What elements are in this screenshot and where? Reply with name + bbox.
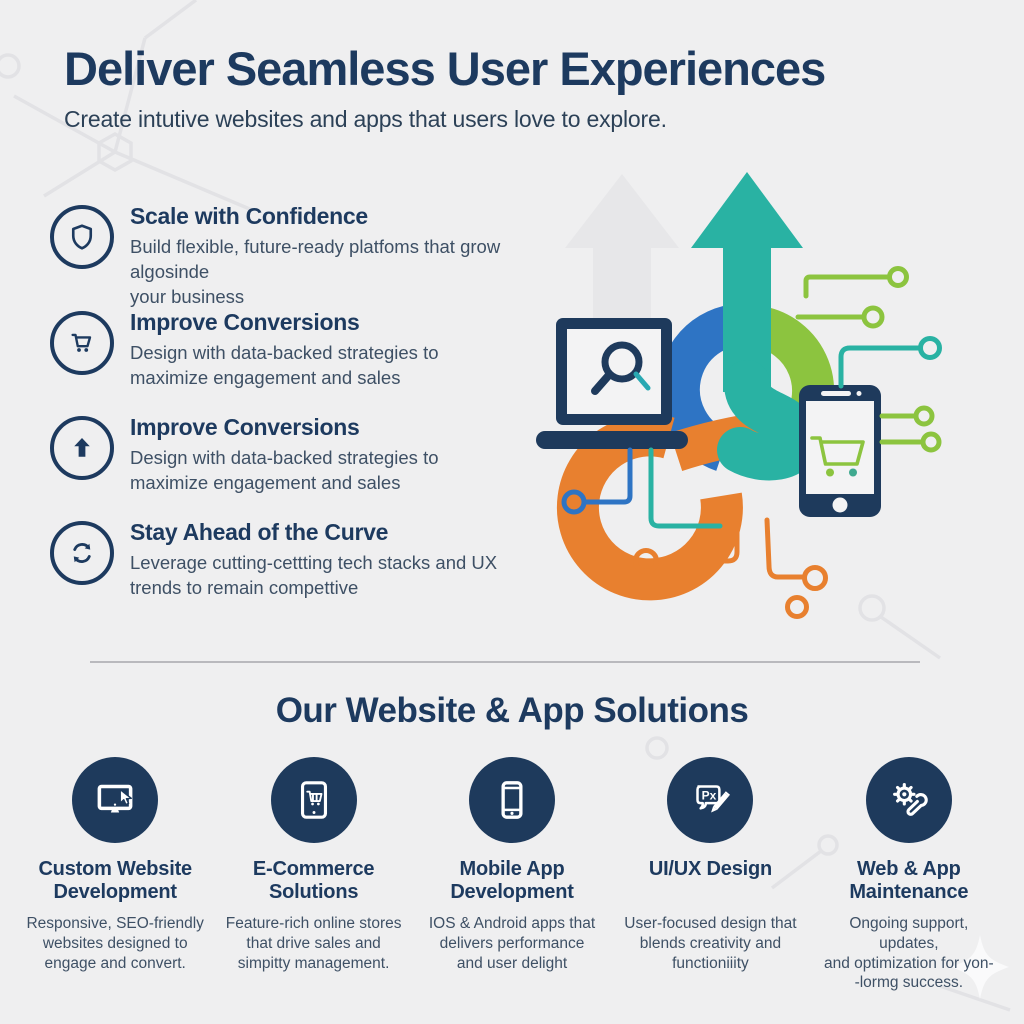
px-label: Px [702, 789, 717, 803]
feature-title: Improve Conversions [130, 414, 360, 440]
feature-description: Build flexible, future-ready platfoms th… [130, 236, 501, 307]
feature-description: Design with data-backed strategies to ma… [130, 342, 439, 388]
growth-tech-illustration [536, 172, 942, 619]
feature-item-conversions: Improve Conversions Design with data-bac… [50, 309, 570, 391]
feature-description: Leverage cutting-cettting tech stacks an… [130, 552, 498, 598]
px-pencil-icon: Px [667, 757, 754, 843]
card-title: Custom Website Development [38, 858, 192, 903]
refresh-icon [50, 521, 114, 585]
desktop-cursor-icon [72, 757, 159, 843]
card-description: Responsive, SEO-friendly websites design… [26, 915, 204, 972]
card-custom-website: Custom Website Development Responsive, S… [16, 757, 214, 993]
shield-icon [50, 205, 114, 269]
card-title: E-Commerce Solutions [252, 858, 375, 903]
card-ecommerce: E-Commerce Solutions Feature-rich online… [214, 757, 412, 993]
card-uiux-design: Px UI/UX Design User-focused design that… [611, 757, 809, 993]
diamond-sparkle-decoration [951, 935, 1009, 999]
feature-item-growth: Improve Conversions Design with data-bac… [50, 414, 570, 496]
card-description: IOS & Android apps that delivers perform… [428, 915, 596, 972]
feature-description: Design with data-backed strategies to ma… [130, 447, 439, 493]
section-divider [90, 661, 920, 663]
feature-title: Stay Ahead of the Curve [130, 519, 389, 545]
solutions-cards: Custom Website Development Responsive, S… [16, 757, 1008, 993]
card-description: User-focused design that blends creativi… [624, 915, 797, 972]
solutions-heading: Our Website & App Solutions [275, 691, 749, 730]
feature-title: Improve Conversions [130, 309, 360, 335]
phone-icon [799, 385, 881, 517]
cart-on-phone-icon [810, 436, 865, 477]
page-title: Deliver Seamless User Experiences [64, 42, 826, 95]
laptop-icon [536, 318, 688, 449]
card-maintenance: Web & App Maintenance Ongoing support, u… [810, 757, 1008, 993]
card-description: Ongoing support, updates, and optimizati… [823, 915, 994, 992]
card-description: Feature-rich online stores that drive sa… [225, 915, 402, 972]
card-title: UI/UX Design [648, 858, 773, 880]
card-mobile-app: Mobile App Development IOS & Android app… [413, 757, 611, 993]
ghost-arrow-decoration [565, 174, 679, 340]
card-title: Mobile App Development [450, 858, 574, 903]
feature-title: Scale with Confidence [130, 203, 368, 229]
page-subtitle: Create intutive websites and apps that u… [64, 106, 667, 133]
feature-item-scale: Scale with Confidence Build flexible, fu… [50, 203, 570, 310]
cart-icon [50, 311, 114, 375]
circuit-nodes [561, 266, 942, 619]
gear-wrench-icon [865, 757, 952, 843]
feature-item-trends: Stay Ahead of the Curve Leverage cutting… [50, 519, 570, 601]
growth-arrow [691, 172, 819, 481]
smartphone-icon [469, 757, 556, 843]
card-title: Web & App Maintenance [849, 858, 969, 903]
tablet-cart-icon [270, 757, 357, 843]
header: Deliver Seamless User Experiences Create… [64, 44, 964, 133]
magnifier-icon [591, 341, 651, 395]
arrow-up-icon [50, 416, 114, 480]
